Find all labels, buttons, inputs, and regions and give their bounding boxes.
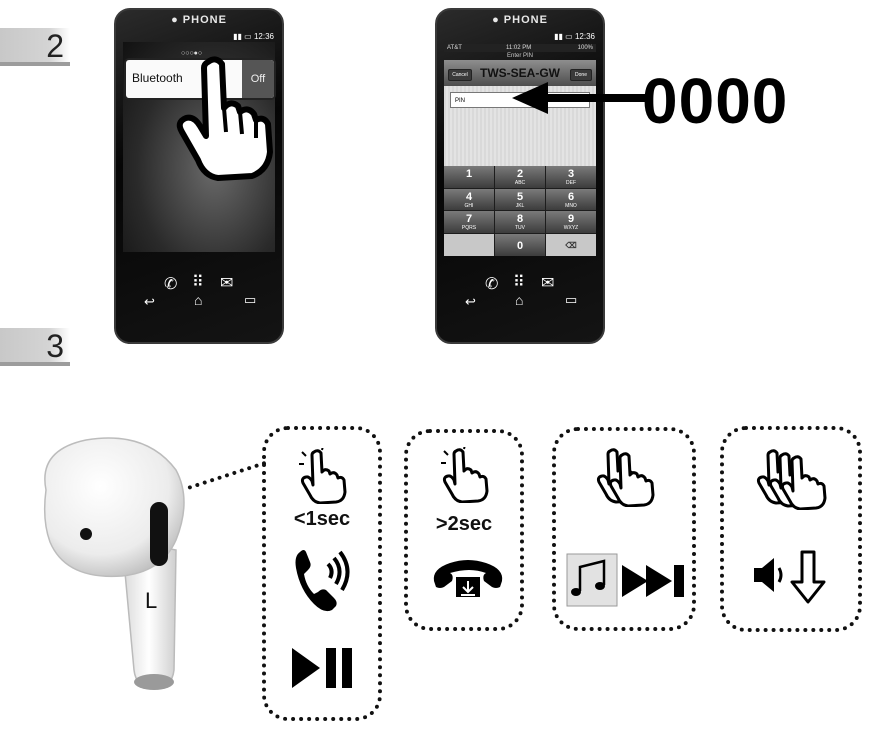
duration-label: >2sec xyxy=(435,513,493,535)
step-tab-3: 3 xyxy=(0,328,70,366)
key-0[interactable]: 0 xyxy=(495,233,545,256)
mail-icon[interactable]: ✉ xyxy=(541,275,555,292)
recent-apps-icon[interactable]: ▭ xyxy=(565,292,578,307)
gesture-box-double xyxy=(552,427,696,631)
connector-line xyxy=(187,460,267,490)
earbud-side-label: L xyxy=(145,588,158,613)
apps-grid-icon[interactable]: ⠿ xyxy=(513,274,525,291)
signal-icon: ▮▮ ▭ xyxy=(554,32,573,41)
arrow-left-icon xyxy=(512,82,647,114)
done-button[interactable]: Done xyxy=(570,69,592,81)
ios-status-bar: AT&T 11:02 PM 100% xyxy=(444,44,596,52)
device-name: TWS-SEA-GW xyxy=(480,66,560,80)
phone-brand: ● PHONE xyxy=(171,14,227,26)
answer-call-icon xyxy=(295,550,350,612)
key-blank xyxy=(444,233,494,256)
key-delete[interactable]: ⌫ xyxy=(546,233,596,256)
pin-code: 0000 xyxy=(642,65,789,137)
earbud-icon xyxy=(43,437,185,690)
music-note-icon xyxy=(566,553,618,607)
next-track-icon xyxy=(622,565,684,597)
phone-icon[interactable]: ✆ xyxy=(485,276,499,293)
home-icon[interactable]: ⌂ xyxy=(515,292,524,308)
bluetooth-toggle[interactable]: Off xyxy=(242,60,274,98)
home-icon[interactable]: ⌂ xyxy=(194,292,203,308)
phone-brand: ● PHONE xyxy=(492,14,548,26)
page-dots: ○○○●○ xyxy=(181,50,203,57)
status-bar: ▮▮ ▭ 12:36 xyxy=(233,32,274,41)
recent-apps-icon[interactable]: ▭ xyxy=(244,292,257,307)
gesture-box-triple xyxy=(720,426,862,632)
gesture-box-single-long: >2sec xyxy=(404,429,524,631)
play-pause-icon xyxy=(292,648,352,688)
pin-prompt: Enter PIN xyxy=(506,53,533,59)
volume-down-icon xyxy=(754,550,826,604)
camera-icon: ● xyxy=(171,14,179,26)
double-tap-hand-icon xyxy=(596,448,655,507)
tap-hand-icon xyxy=(299,448,347,504)
step-number: 2 xyxy=(46,28,64,64)
ios-nav-bar: Cancel TWS-SEA-GW Done xyxy=(444,60,596,86)
key-1[interactable]: 1 xyxy=(444,166,494,188)
phone-icon[interactable]: ✆ xyxy=(164,276,178,293)
phone-navbar: ✆ ⠿ ✉ ↩ ⌂ ▭ xyxy=(116,274,282,318)
hang-up-icon xyxy=(433,560,503,597)
delete-icon: ⌫ xyxy=(565,240,577,250)
bluetooth-setting-row[interactable]: Bluetooth Off xyxy=(124,58,276,100)
duration-label: <1sec xyxy=(293,508,351,530)
camera-icon: ● xyxy=(492,14,500,26)
pointing-hand-icon xyxy=(176,56,273,181)
back-icon[interactable]: ↩ xyxy=(465,294,476,309)
triple-tap-hand-icon xyxy=(756,449,827,510)
signal-icon: ▮▮ ▭ xyxy=(233,32,252,41)
mail-icon[interactable]: ✉ xyxy=(220,275,234,292)
gesture-box-single-short: <1sec xyxy=(262,426,382,721)
bluetooth-label: Bluetooth xyxy=(132,71,183,85)
phone-pin-entry: ● PHONE ▮▮ ▭ 12:36 AT&T 11:02 PM 100% En… xyxy=(435,8,605,344)
back-icon[interactable]: ↩ xyxy=(144,294,155,309)
tap-hand-icon xyxy=(441,447,489,503)
apps-grid-icon[interactable]: ⠿ xyxy=(192,274,204,291)
cancel-button[interactable]: Cancel xyxy=(448,69,472,81)
step-tab-2: 2 xyxy=(0,28,70,66)
step-number: 3 xyxy=(46,328,64,364)
status-bar: ▮▮ ▭ 12:36 xyxy=(554,32,595,41)
phone-navbar: ✆ ⠿ ✉ ↩ ⌂ ▭ xyxy=(437,274,603,318)
